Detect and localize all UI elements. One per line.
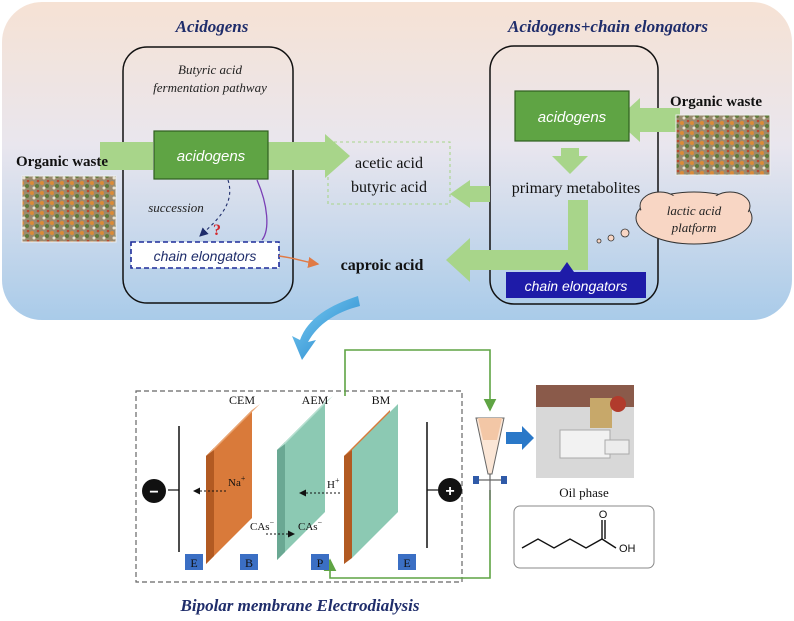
lactic-line-2: platform (671, 220, 717, 235)
elongators-frame (489, 45, 659, 305)
circulation-line-bottom (323, 490, 491, 579)
arrow-down-metabolites (552, 148, 588, 174)
arrow-to-acids (268, 134, 350, 178)
cem-membrane (206, 404, 260, 564)
purple-link-curve (256, 179, 268, 241)
thought-bubble-dot (607, 234, 615, 242)
compartment-e-left-label: E (190, 556, 197, 570)
acids-box (327, 141, 451, 205)
oil-phase-photo (536, 385, 634, 478)
organic-waste-label-right: Organic waste (670, 94, 762, 110)
plus-sign: + (445, 483, 454, 500)
chain-elongators-box-left (130, 241, 280, 269)
aem-membrane (277, 396, 333, 560)
compartment-b-label: B (245, 556, 253, 570)
waste-input-arrow-left (100, 142, 153, 170)
aem-label: AEM (302, 393, 329, 407)
acidogens-frame (122, 46, 294, 304)
oxygen-label: O (599, 509, 608, 521)
pathway-line-1: Butyric acid (178, 62, 242, 77)
waste-input-arrow-right (616, 98, 680, 142)
na-ion-label: Na+ (228, 474, 246, 489)
arrow-from-metabolites (450, 180, 490, 208)
arrow-to-caproic (446, 200, 588, 282)
primary-metabolites-label: primary metabolites (512, 180, 640, 197)
caproic-acid-label: caproic acid (341, 257, 424, 274)
pathway-line-2: fermentation pathway (153, 80, 267, 95)
compartment-b (240, 554, 258, 570)
minus-sign: − (149, 484, 158, 501)
h-ion-label: H+ (327, 476, 340, 491)
caproic-acid-structure-box (513, 505, 655, 569)
lactic-acid-cloud (635, 191, 753, 245)
right-title: Acidogens+chain elongators (507, 17, 708, 36)
bm-label: BM (372, 393, 391, 407)
acetic-acid-label: acetic acid (355, 155, 423, 172)
organic-waste-label-left: Organic waste (16, 154, 108, 170)
acidogens-box-right (514, 90, 630, 142)
compartment-p-label: P (317, 556, 324, 570)
butyric-acid-label: butyric acid (351, 179, 427, 196)
chain-elongators-right-label: chain elongators (525, 278, 628, 294)
arrow-to-caproic-orange (278, 255, 320, 269)
cas-right-label: CAs− (298, 518, 323, 533)
bm-membrane (344, 404, 398, 564)
compartment-e-right-label: E (403, 556, 410, 570)
bipolar-title: Bipolar membrane Electrodialysis (180, 596, 420, 615)
transition-curved-arrow (292, 296, 360, 360)
acidogens-box-left-label: acidogens (177, 148, 246, 165)
succession-label: succession (148, 200, 204, 215)
circulation-line-top (344, 349, 497, 412)
succession-arrow (199, 179, 231, 237)
lactic-line-1: lactic acid (667, 203, 722, 218)
compartment-e-left (185, 554, 203, 570)
compartment-p (311, 554, 329, 570)
acidogens-title: Acidogens (175, 17, 249, 36)
top-panel-background (2, 2, 792, 320)
organic-waste-photo-left (21, 175, 117, 243)
compartment-e-right (398, 554, 416, 570)
anode-terminal (438, 478, 462, 502)
thought-bubble-dot (596, 238, 602, 244)
chain-elongators-box-right (506, 272, 646, 298)
separatory-funnel-icon (473, 417, 507, 500)
oh-label: OH (619, 543, 636, 555)
acidogens-box-right-label: acidogens (538, 109, 607, 126)
cathode-terminal (142, 479, 166, 503)
electrodialysis-stack-frame (135, 390, 463, 583)
acidogens-box-left (153, 130, 269, 180)
question-mark: ? (213, 222, 221, 239)
organic-waste-photo-right (675, 114, 771, 176)
cas-left-label: CAs− (250, 518, 275, 533)
callout-pointer (560, 262, 574, 272)
oil-phase-label: Oil phase (559, 485, 609, 500)
thought-bubble-dot (620, 228, 630, 238)
cem-label: CEM (229, 393, 255, 407)
chain-elongators-left-label: chain elongators (154, 248, 257, 264)
funnel-output-arrow (506, 426, 534, 450)
